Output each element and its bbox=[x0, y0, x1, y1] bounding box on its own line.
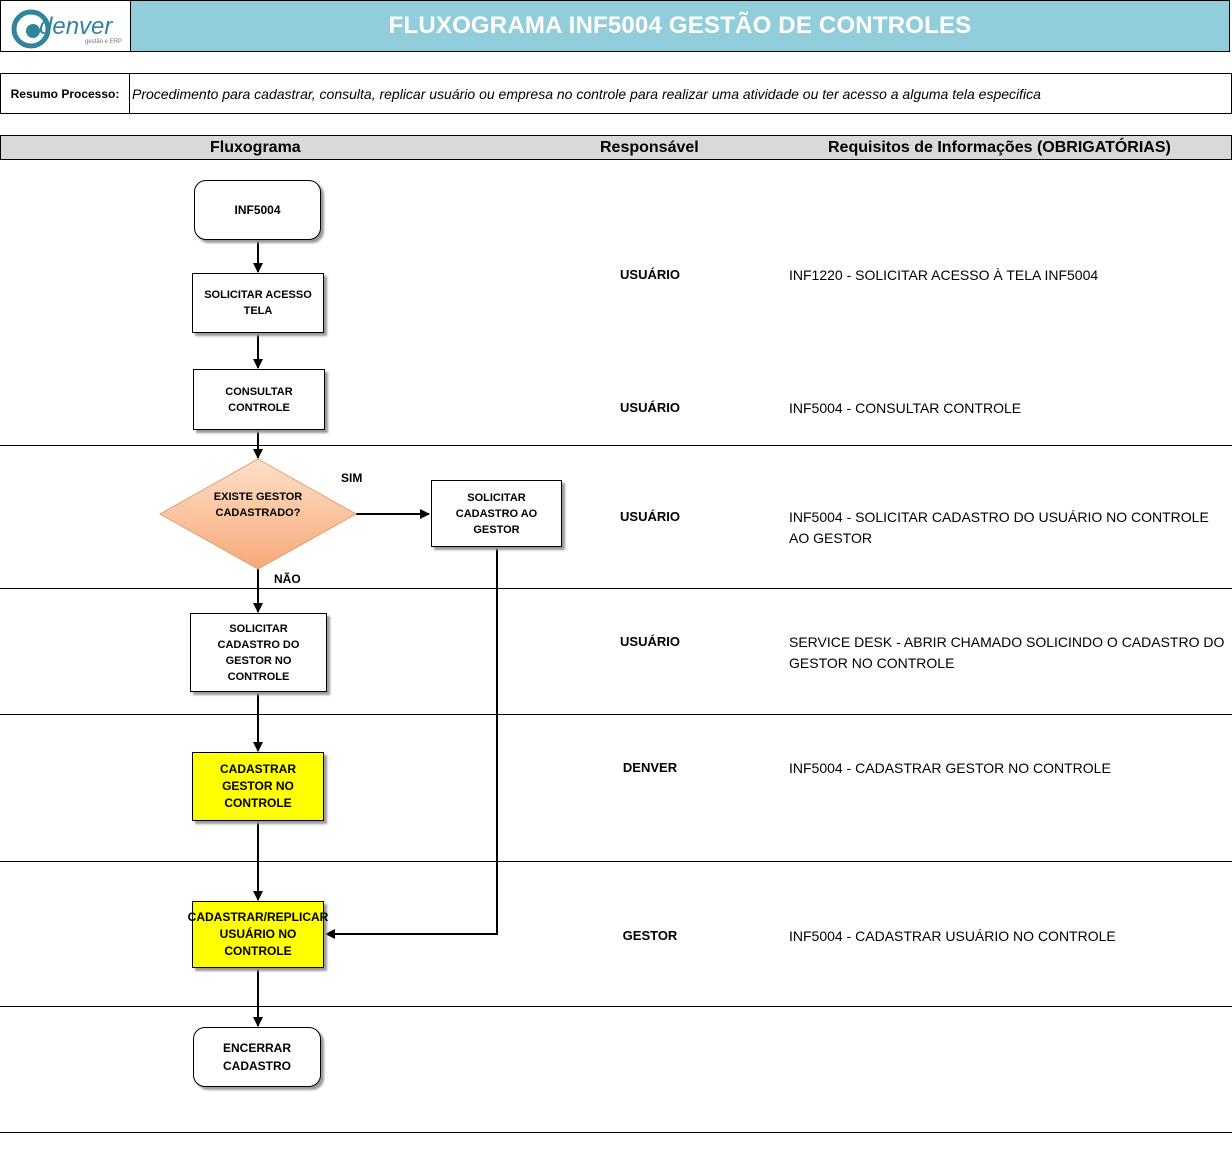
process-solicitar-cadastro-gestor: SOLICITAR CADASTRO AO GESTOR bbox=[431, 480, 562, 547]
process-label: SOLICITAR ACESSO TELA bbox=[204, 289, 312, 317]
start-node-label: INF5004 bbox=[234, 203, 281, 217]
col-responsavel: Responsável bbox=[600, 139, 699, 156]
row-divider bbox=[0, 588, 1232, 589]
process-label: CADASTRAR GESTOR NO CONTROLE bbox=[220, 762, 296, 810]
process-label: SOLICITAR CADASTRO AO GESTOR bbox=[455, 491, 538, 536]
responsavel-cell: USUÁRIO bbox=[620, 634, 680, 649]
process-solicitar-acesso: SOLICITAR ACESSO TELA bbox=[192, 273, 324, 333]
page-header: denver gestão e ERP FLUXOGRAMA INF5004 G… bbox=[0, 0, 1230, 52]
process-cadastrar-gestor: CADASTRAR GESTOR NO CONTROLE bbox=[192, 752, 324, 821]
start-node: INF5004 bbox=[194, 180, 321, 240]
requisito-cell: INF5004 - CONSULTAR CONTROLE bbox=[789, 400, 1022, 416]
decision-diamond bbox=[158, 458, 358, 570]
process-label: CADASTRAR/REPLICAR USUÁRIO NO CONTROLE bbox=[187, 910, 329, 958]
requisito-cell: INF5004 - CADASTRAR GESTOR NO CONTROLE bbox=[789, 760, 1111, 776]
logo-icon bbox=[11, 9, 51, 49]
row-divider bbox=[0, 861, 1232, 862]
row-divider bbox=[0, 1132, 1232, 1133]
title-bar: FLUXOGRAMA INF5004 GESTÃO DE CONTROLES bbox=[131, 1, 1229, 51]
connector-line bbox=[325, 547, 498, 939]
end-node: ENCERRAR CADASTRO bbox=[193, 1027, 321, 1087]
page-title: FLUXOGRAMA INF5004 GESTÃO DE CONTROLES bbox=[388, 12, 972, 39]
row-divider bbox=[0, 1006, 1232, 1007]
nao-label: NÃO bbox=[274, 572, 301, 586]
responsavel-cell: DENVER bbox=[622, 760, 678, 775]
process-consultar-controle: CONSULTAR CONTROLE bbox=[193, 369, 325, 430]
column-header: Fluxograma Responsável Requisitos de Inf… bbox=[0, 135, 1232, 160]
requisito-cell: SERVICE DESK - ABRIR CHAMADO SOLICINDO O… bbox=[789, 634, 1225, 671]
logo-subtitle: gestão e ERP bbox=[85, 39, 123, 45]
logo-word: denver bbox=[39, 13, 113, 40]
process-label: CONSULTAR CONTROLE bbox=[225, 385, 293, 414]
logo: denver gestão e ERP bbox=[1, 1, 131, 51]
end-node-label: ENCERRAR CADASTRO bbox=[222, 1041, 291, 1073]
process-label: SOLICITAR CADASTRO DO GESTOR NO CONTROLE bbox=[217, 622, 300, 683]
sim-label: SIM bbox=[341, 471, 363, 485]
col-fluxograma: Fluxograma bbox=[210, 139, 301, 156]
requisito-cell: INF5004 - SOLICITAR CADASTRO DO USUÁRIO … bbox=[789, 509, 1209, 546]
row-divider bbox=[0, 445, 1232, 446]
responsavel-cell: USUÁRIO bbox=[620, 509, 680, 524]
resumo-label: Resumo Processo: bbox=[1, 74, 130, 113]
requisito-cell: INF5004 - CADASTRAR USUÁRIO NO CONTROLE bbox=[789, 928, 1116, 944]
row-divider bbox=[0, 714, 1232, 715]
responsavel-cell: USUÁRIO bbox=[620, 267, 680, 282]
decision-label: EXISTE GESTOR CADASTRADO? bbox=[213, 491, 303, 519]
responsavel-cell: USUÁRIO bbox=[620, 400, 680, 415]
requisito-cell: INF1220 - SOLICITAR ACESSO À TELA INF500… bbox=[789, 267, 1099, 283]
resumo-text: Procedimento para cadastrar, consulta, r… bbox=[132, 85, 1041, 102]
responsavel-cell: GESTOR bbox=[622, 928, 678, 943]
col-requisitos: Requisitos de Informações (OBRIGATÓRIAS) bbox=[828, 139, 1171, 156]
process-solicitar-cadastro-do-gestor: SOLICITAR CADASTRO DO GESTOR NO CONTROLE bbox=[190, 613, 327, 692]
process-cadastrar-usuario: CADASTRAR/REPLICAR USUÁRIO NO CONTROLE bbox=[188, 901, 328, 968]
